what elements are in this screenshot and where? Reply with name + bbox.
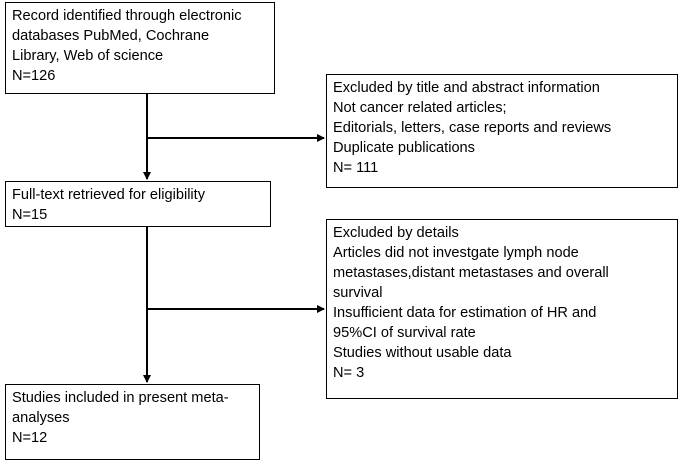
box-count: N=15 <box>12 207 48 223</box>
box-fulltext-retrieved: Full-text retrieved for eligibility N=15 <box>5 181 271 227</box>
box-text-line: Excluded by title and abstract informati… <box>333 80 600 96</box>
box-text-line: Not cancer related articles; <box>333 100 507 116</box>
box-text-line: 95%CI of survival rate <box>333 325 476 341</box>
box-text-line: analyses <box>12 410 70 426</box>
box-text-line: Library, Web of science <box>12 48 164 64</box>
box-count: N=126 <box>12 68 56 84</box>
box-text-line: Insufficient data for estimation of HR a… <box>333 305 597 321</box>
box-text-line: Articles did not investgate lymph node <box>333 245 579 261</box>
box-count: N= 111 <box>333 160 379 176</box>
box-text-line: Studies included in present meta- <box>12 390 229 406</box>
box-text-line: databases PubMed, Cochrane <box>12 28 210 44</box>
box-count: N=12 <box>12 430 48 446</box>
box-excluded-title-abstract: Excluded by title and abstract informati… <box>326 74 678 188</box>
box-text-line: Studies without usable data <box>333 345 512 361</box>
box-text-line: Record identified through electronic <box>12 8 242 24</box>
box-text-line: survival <box>333 285 383 301</box>
box-text-line: Excluded by details <box>333 225 459 241</box>
box-text-line: metastases,distant metastases and overal… <box>333 265 609 281</box>
box-text-line: Editorials, letters, case reports and re… <box>333 120 612 136</box>
box-excluded-by-details: Excluded by details Articles did not inv… <box>326 219 678 399</box>
box-records-identified: Record identified through electronic dat… <box>5 2 275 94</box>
box-studies-included: Studies included in present meta- analys… <box>5 384 260 460</box>
box-text-line: Full-text retrieved for eligibility <box>12 187 206 203</box>
box-count: N= 3 <box>333 365 365 381</box>
box-text-line: Duplicate publications <box>333 140 475 156</box>
